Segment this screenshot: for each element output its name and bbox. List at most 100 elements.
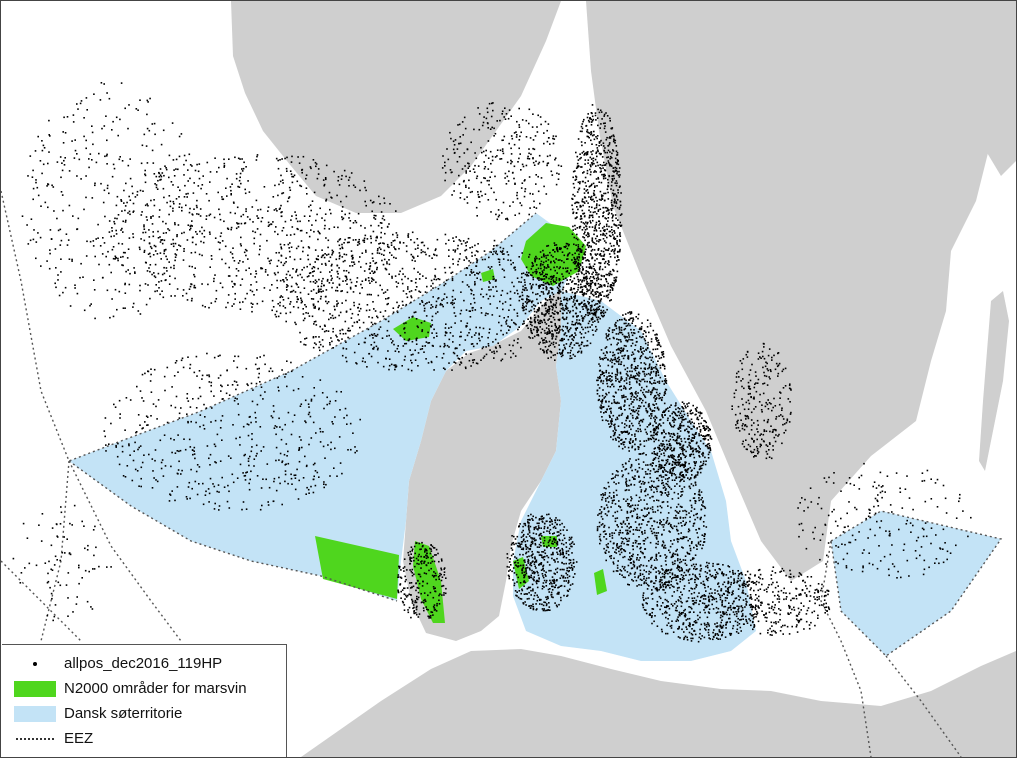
position-point bbox=[611, 534, 614, 537]
position-point bbox=[661, 449, 663, 451]
position-point bbox=[642, 604, 644, 607]
position-point bbox=[669, 571, 671, 574]
position-point bbox=[670, 433, 672, 435]
position-point bbox=[650, 367, 653, 369]
position-point bbox=[642, 564, 645, 567]
position-point bbox=[553, 586, 556, 589]
position-point bbox=[588, 209, 590, 212]
position-point bbox=[546, 603, 548, 605]
position-point bbox=[582, 150, 585, 153]
position-point bbox=[690, 439, 693, 441]
position-point bbox=[682, 623, 685, 625]
position-point bbox=[655, 427, 658, 429]
position-point bbox=[683, 609, 685, 612]
position-point bbox=[608, 142, 611, 144]
position-point bbox=[650, 417, 652, 420]
position-point bbox=[676, 442, 679, 445]
position-point bbox=[682, 475, 685, 477]
position-point bbox=[614, 520, 617, 523]
position-point bbox=[756, 612, 759, 614]
position-point bbox=[609, 117, 611, 120]
position-point bbox=[664, 612, 666, 614]
position-point bbox=[604, 260, 607, 263]
position-point bbox=[666, 517, 669, 519]
position-point bbox=[674, 459, 677, 461]
position-point bbox=[668, 444, 671, 447]
position-point bbox=[699, 611, 701, 614]
position-point bbox=[577, 289, 579, 291]
position-point bbox=[520, 564, 522, 567]
position-point bbox=[667, 407, 669, 409]
position-point bbox=[676, 528, 678, 531]
position-point bbox=[581, 229, 584, 231]
position-point bbox=[611, 502, 614, 504]
position-point bbox=[569, 357, 571, 360]
position-point bbox=[674, 479, 676, 481]
position-point bbox=[540, 331, 542, 334]
position-point bbox=[545, 260, 547, 263]
position-point bbox=[741, 583, 744, 586]
position-point bbox=[630, 496, 632, 498]
position-point bbox=[600, 144, 603, 146]
position-point bbox=[661, 568, 663, 570]
position-point bbox=[537, 285, 540, 287]
position-point bbox=[660, 511, 662, 514]
position-point bbox=[699, 600, 702, 602]
position-point bbox=[610, 212, 613, 215]
position-point bbox=[649, 558, 652, 561]
position-point bbox=[553, 260, 555, 262]
position-point bbox=[646, 514, 649, 516]
position-point bbox=[643, 490, 646, 493]
position-point bbox=[605, 346, 608, 348]
position-point bbox=[701, 594, 704, 597]
position-point bbox=[611, 365, 614, 368]
position-point bbox=[691, 600, 694, 602]
position-point bbox=[646, 347, 649, 349]
position-point bbox=[615, 321, 617, 324]
position-point bbox=[608, 408, 611, 410]
position-point bbox=[692, 603, 695, 606]
position-point bbox=[542, 551, 545, 553]
position-point bbox=[610, 422, 612, 424]
position-point bbox=[688, 568, 691, 570]
position-point bbox=[657, 509, 659, 512]
position-point bbox=[527, 327, 529, 329]
position-point bbox=[576, 299, 579, 302]
position-point bbox=[518, 565, 520, 567]
position-point bbox=[714, 592, 716, 594]
position-point bbox=[567, 550, 570, 552]
position-point bbox=[663, 383, 665, 385]
position-point bbox=[628, 460, 630, 463]
position-point bbox=[719, 624, 722, 627]
position-point bbox=[529, 316, 532, 319]
position-point bbox=[631, 394, 634, 396]
position-point bbox=[588, 185, 591, 188]
position-point bbox=[562, 330, 564, 332]
position-point bbox=[618, 239, 621, 241]
position-point bbox=[615, 570, 618, 572]
position-point bbox=[567, 331, 570, 333]
position-point bbox=[620, 537, 623, 539]
position-point bbox=[617, 219, 619, 221]
position-point bbox=[687, 438, 689, 440]
position-point bbox=[612, 134, 615, 136]
position-point bbox=[640, 546, 642, 549]
position-point bbox=[530, 285, 533, 287]
position-point bbox=[719, 616, 722, 619]
position-point bbox=[597, 276, 599, 278]
position-point bbox=[510, 554, 513, 557]
position-point bbox=[636, 557, 638, 559]
position-point bbox=[605, 544, 608, 546]
position-point bbox=[510, 547, 513, 549]
position-point bbox=[636, 407, 639, 410]
position-point bbox=[730, 581, 733, 584]
position-point bbox=[675, 408, 677, 411]
position-point bbox=[586, 309, 589, 312]
position-point bbox=[639, 327, 641, 329]
position-point bbox=[586, 283, 589, 286]
position-point bbox=[574, 294, 576, 297]
position-point bbox=[541, 273, 543, 275]
position-point bbox=[541, 551, 543, 553]
